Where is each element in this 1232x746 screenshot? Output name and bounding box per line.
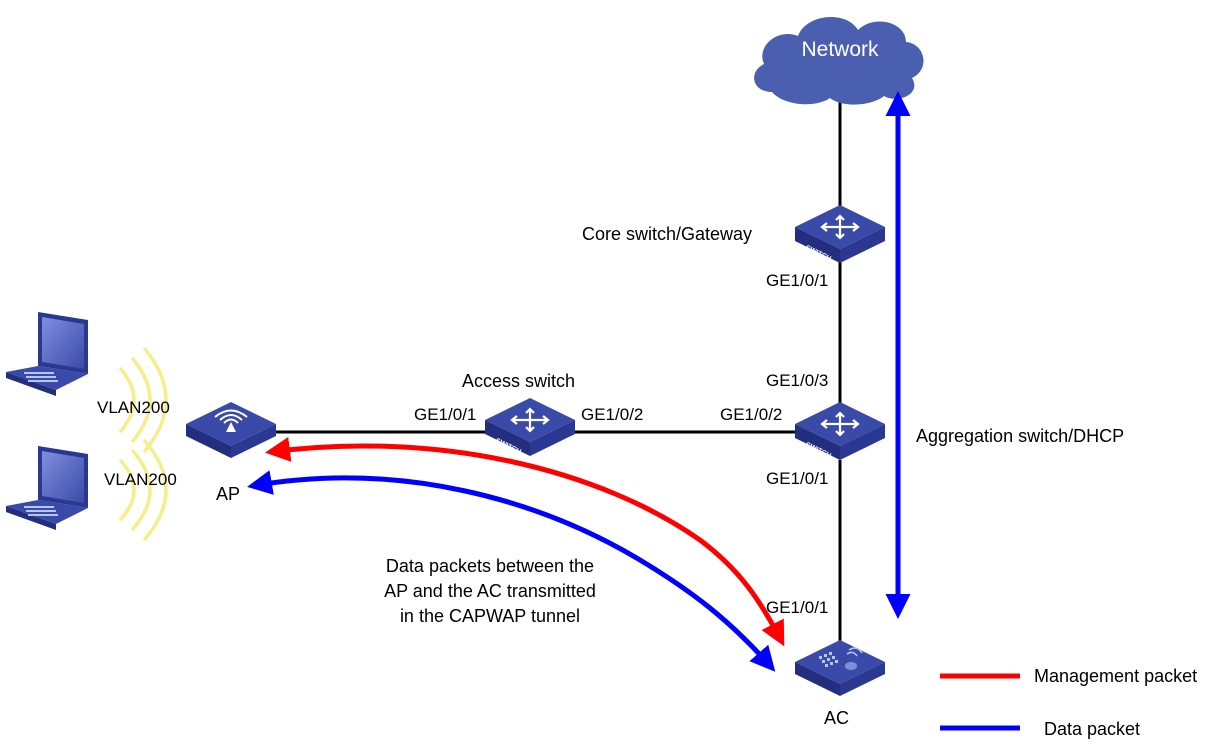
core-switch-port-down: GE1/0/1	[766, 271, 828, 290]
ac-port-up: GE1/0/1	[766, 598, 828, 617]
aggregation-port-left: GE1/0/2	[720, 405, 782, 424]
access-port-right: GE1/0/2	[581, 405, 643, 424]
tunnel-note: Data packets between the AP and the AC t…	[384, 556, 596, 626]
cloud-label: Network	[801, 38, 879, 61]
laptop-2-icon	[6, 446, 88, 530]
switch-arrows-icon	[820, 411, 860, 437]
access-point	[186, 402, 276, 458]
access-port-left: GE1/0/1	[414, 405, 476, 424]
keypad-icon	[819, 652, 838, 667]
wireless-waves	[118, 346, 168, 542]
aggregation-port-down: GE1/0/1	[766, 469, 828, 488]
access-switch: SWITCH	[485, 398, 575, 456]
data-packet-path	[247, 470, 776, 672]
ap-antenna-icon	[226, 422, 236, 432]
laptop-1-icon	[6, 312, 88, 396]
core-switch-label: Core switch/Gateway	[582, 224, 752, 244]
aggregation-port-up: GE1/0/3	[766, 371, 828, 390]
aggregation-switch: SWITCH	[795, 402, 885, 460]
aggregation-switch-label: Aggregation switch/DHCP	[916, 426, 1124, 446]
access-switch-label: Access switch	[462, 371, 575, 391]
client-2-vlan: VLAN200	[104, 470, 177, 489]
legend-data-label: Data packet	[1044, 719, 1140, 739]
cloud-icon	[754, 17, 924, 105]
ap-label: AP	[216, 484, 240, 504]
core-switch: SWITCH	[795, 205, 885, 263]
tunnel-note-line-1: Data packets between the	[386, 556, 594, 576]
switch-arrows-icon	[510, 407, 550, 433]
ac-wifi-icon	[846, 647, 863, 657]
tunnel-note-line-2: AP and the AC transmitted	[384, 581, 596, 601]
legend: Management packet Data packet	[940, 666, 1197, 739]
legend-management-label: Management packet	[1034, 666, 1197, 686]
switch-arrows-icon	[820, 214, 860, 240]
wifi-icon	[214, 409, 248, 424]
network-cloud: Network	[754, 17, 924, 105]
tunnel-note-line-3: in the CAPWAP tunnel	[400, 606, 580, 626]
ac-label: AC	[824, 708, 849, 728]
access-controller	[795, 640, 885, 696]
client-1-vlan: VLAN200	[97, 398, 170, 417]
links	[272, 90, 842, 650]
